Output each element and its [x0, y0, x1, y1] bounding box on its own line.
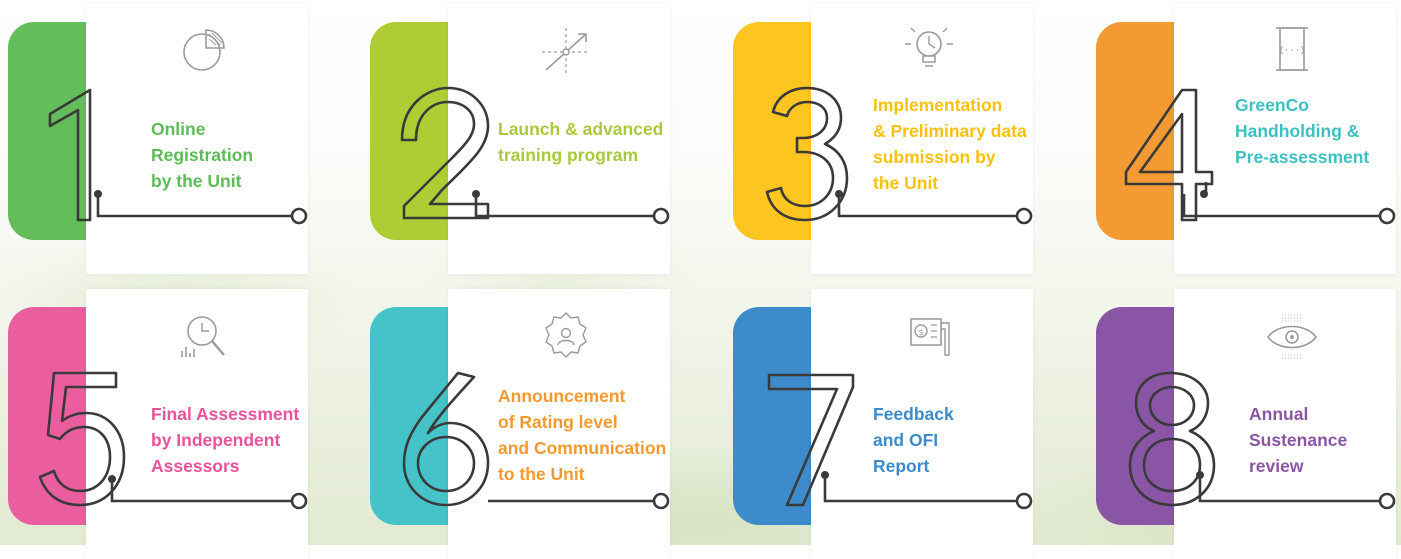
eye-icon: [1267, 314, 1317, 359]
step-4-number-glyph: [1124, 88, 1396, 225]
step-7-label: Feedback and OFI Report: [873, 404, 954, 476]
analytics-search-icon: [181, 316, 225, 357]
lightbulb-icon: [905, 27, 953, 67]
step-5-number-glyph: [38, 371, 308, 510]
step-4-card: [1174, 4, 1396, 274]
badge-user-icon: [545, 312, 587, 358]
step-2: Launch & advanced training program: [370, 4, 670, 274]
step-6: Announcement of Rating level and Communi…: [370, 289, 670, 559]
step-8-label: Annual Sustenance review: [1249, 404, 1348, 476]
step-1-card: [86, 4, 308, 274]
step-7: $ Feedback and OFI Report: [733, 289, 1033, 559]
step-3-number-glyph: [765, 86, 1033, 225]
step-3-label: Implementation & Preliminary data submis…: [873, 95, 1027, 193]
step-5-card: [86, 289, 308, 559]
step-8: Annual Sustenance review: [1096, 289, 1396, 559]
code-scroll-icon: {···}: [1276, 27, 1308, 71]
step-6-card: [448, 289, 670, 559]
step-8-number-glyph: [1128, 371, 1396, 510]
step-5: Final Assessment by Independent Assessor…: [8, 289, 308, 559]
step-2-number-glyph: [400, 86, 670, 225]
pie-chart-icon: [183, 29, 225, 71]
step-2-label: Launch & advanced training program: [498, 119, 664, 165]
step-6-number-glyph: [402, 371, 670, 510]
step-4: {···} GreenCo Handholding & Pre-assessme…: [1096, 4, 1396, 274]
money-device-icon: $: [910, 318, 950, 356]
svg-text:$: $: [918, 328, 923, 337]
step-1: Online Registration by the Unit: [8, 4, 308, 274]
step-3-card: [811, 4, 1033, 274]
step-7-card: [811, 289, 1033, 559]
step-7-number-glyph: [767, 373, 1033, 510]
step-1-number-glyph: [48, 88, 308, 225]
chart-axis-icon: [542, 28, 590, 74]
step-5-label: Final Assessment by Independent Assessor…: [151, 404, 300, 476]
step-8-card: [1174, 289, 1396, 559]
step-4-label: GreenCo Handholding & Pre-assessment: [1235, 95, 1370, 167]
step-1-label: Online Registration by the Unit: [151, 119, 254, 191]
svg-text:{···}: {···}: [1278, 46, 1305, 56]
step-3: Implementation & Preliminary data submis…: [733, 4, 1033, 274]
step-6-label: Announcement of Rating level and Communi…: [498, 386, 667, 484]
